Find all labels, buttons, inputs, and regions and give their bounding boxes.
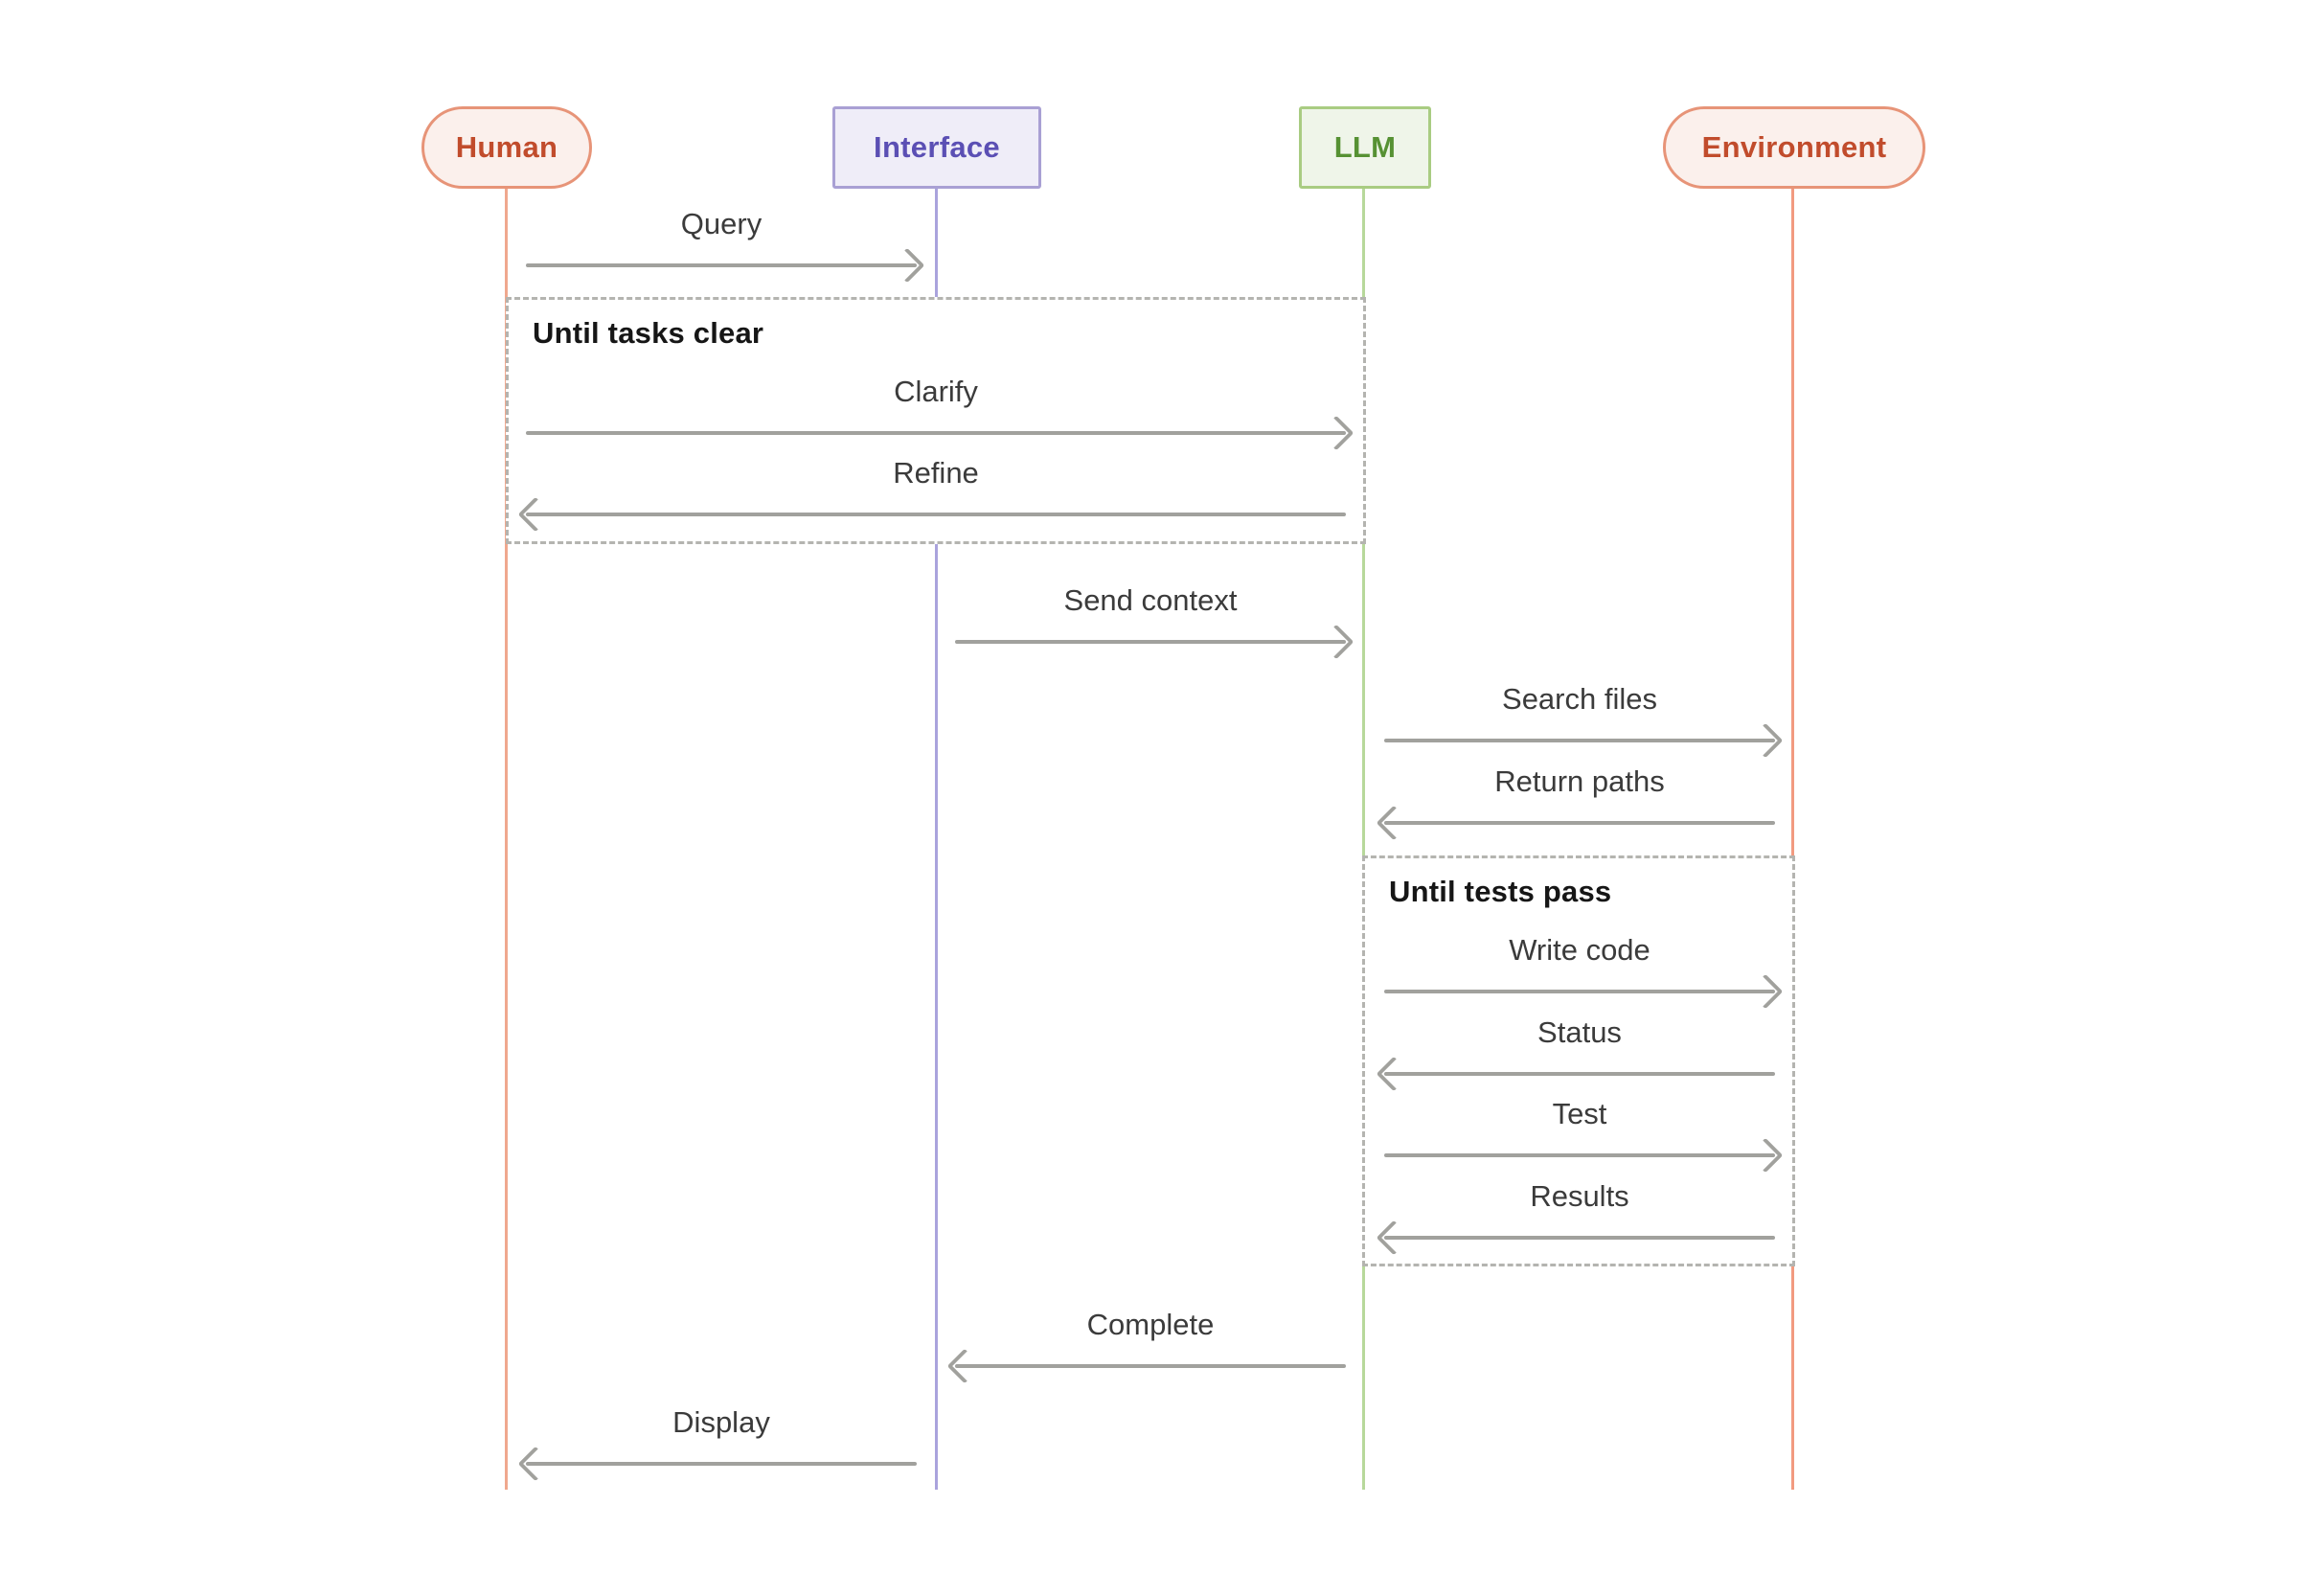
actor-label: Interface [874,130,1000,164]
loop-title: Until tasks clear [533,316,764,350]
message-label: Test [1552,1097,1607,1130]
loop-frame-until-tests-pass: Until tests pass [1362,855,1795,1266]
actor-label: Human [455,130,558,164]
actor-interface: Interface [832,106,1041,189]
llm-lifeline [1362,189,1365,1490]
arrow-left-icon [526,1462,917,1466]
arrow-left-icon [1384,1072,1775,1076]
actor-environment: Environment [1663,106,1925,189]
actor-label: LLM [1333,130,1397,164]
arrow-left-icon [526,513,1346,516]
arrow-left-icon [1384,1236,1775,1240]
message-label: Results [1530,1179,1629,1213]
actor-human: Human [421,106,592,189]
message-label: Clarify [894,375,978,408]
message-label: Display [672,1405,770,1439]
arrow-right-icon [1384,739,1775,742]
message-label: Complete [1086,1308,1215,1341]
actor-label: Environment [1701,130,1887,164]
loop-title: Until tests pass [1389,875,1612,908]
message-label: Search files [1502,682,1657,716]
message-label: Status [1537,1015,1622,1049]
arrow-right-icon [1384,1153,1775,1157]
interface-lifeline [935,189,938,1490]
environment-lifeline [1791,189,1794,1490]
message-label: Refine [893,456,979,490]
message-label: Query [680,207,763,240]
message-label: Send context [1063,583,1238,617]
message-label: Return paths [1494,764,1665,798]
arrow-right-icon [526,263,917,267]
arrow-left-icon [1384,821,1775,825]
arrow-right-icon [1384,990,1775,993]
loop-frame-until-tasks-clear: Until tasks clear [506,297,1366,544]
arrow-right-icon [955,640,1346,644]
human-lifeline [505,189,508,1490]
actor-llm: LLM [1299,106,1431,189]
arrow-left-icon [955,1364,1346,1368]
arrow-right-icon [526,431,1346,435]
message-label: Write code [1509,933,1650,967]
